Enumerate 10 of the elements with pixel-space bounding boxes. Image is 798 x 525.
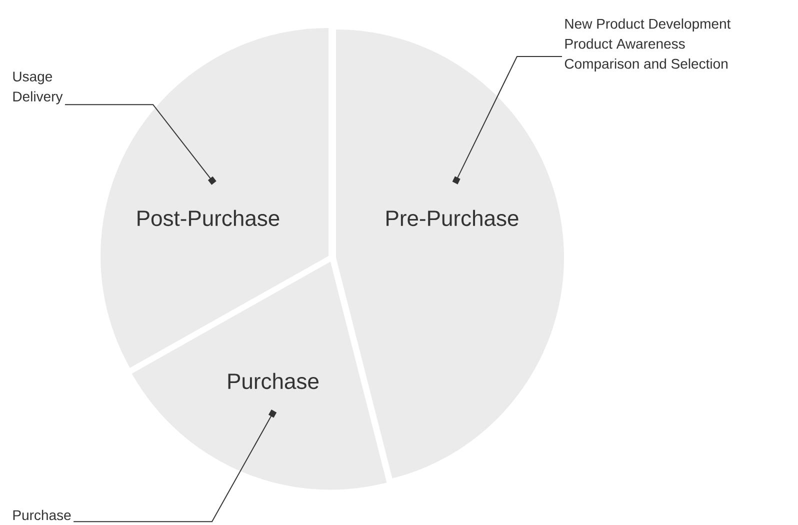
node-label: Post-Purchase — [138, 210, 280, 226]
pie-slice: Purchase — [132, 262, 387, 490]
callout-text: New Product Development Product Awareness Comparison and Selection — [564, 18, 731, 72]
pie-slice: Pre-Purchase — [336, 30, 564, 478]
leader-line — [64, 104, 216, 185]
callout-text: Purchase — [13, 510, 71, 520]
callout-text: Usage Delivery — [13, 72, 63, 104]
pie-slice: Post-Purchase — [100, 28, 329, 368]
node-label: Purchase — [228, 372, 318, 390]
leader-line — [452, 56, 562, 184]
